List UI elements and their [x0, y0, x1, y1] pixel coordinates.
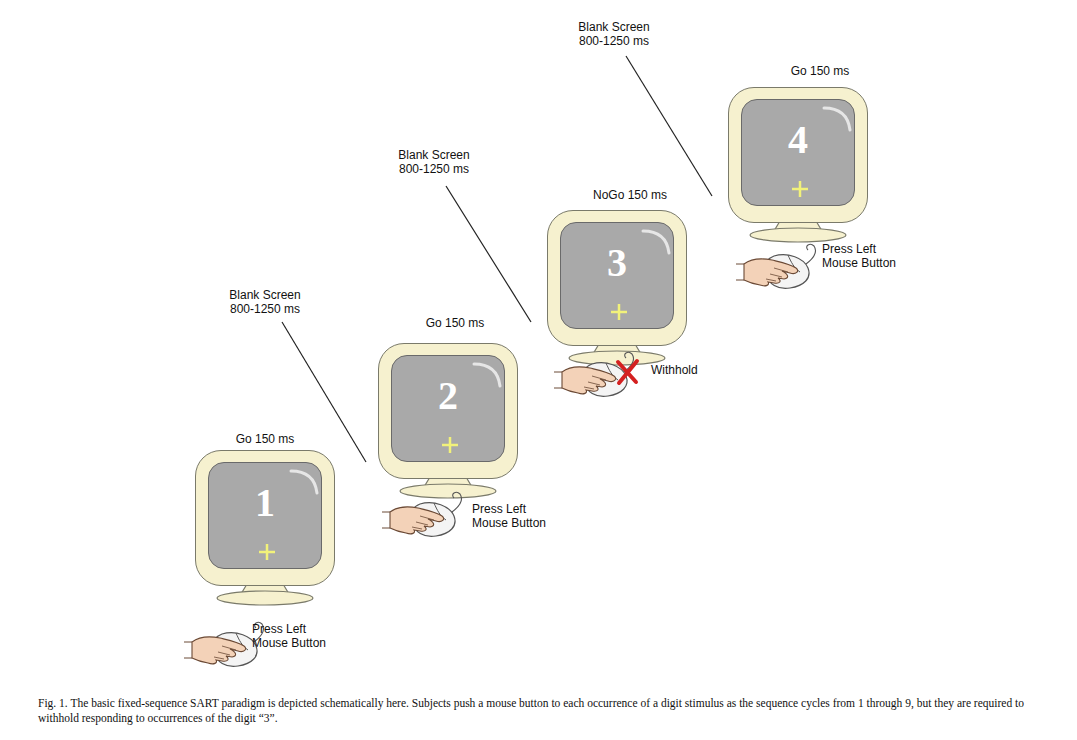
figure-caption: Fig. 1. The basic fixed-sequence SART pa…	[38, 696, 1050, 726]
response-label: Press Left Mouse Button	[472, 502, 556, 530]
screen-area: 1	[208, 462, 322, 569]
trial-label: Go 150 ms	[410, 316, 500, 330]
timing-label: Blank Screen 800-1250 ms	[224, 288, 306, 316]
digit-stimulus: 2	[392, 374, 504, 418]
timing-label: Blank Screen 800-1250 ms	[393, 148, 475, 176]
leader-line	[282, 322, 366, 462]
screen-area: 4	[741, 99, 855, 206]
response-label: Press Left Mouse Button	[822, 242, 906, 270]
digit-stimulus: 4	[742, 118, 854, 162]
digit-stimulus: 1	[209, 481, 321, 525]
trial-label: Go 150 ms	[775, 64, 865, 78]
timing-label: Blank Screen 800-1250 ms	[573, 20, 655, 48]
leader-line	[446, 186, 531, 322]
monitor-screen: 4	[728, 87, 868, 223]
monitor-screen: 3	[547, 210, 687, 346]
digit-stimulus: 3	[561, 241, 673, 285]
leader-line	[626, 56, 712, 196]
screen-area: 2	[391, 355, 505, 462]
response-label: Press Left Mouse Button	[252, 622, 336, 650]
monitor-screen: 2	[378, 343, 518, 479]
monitor-screen: 1	[195, 450, 335, 586]
trial-label: NoGo 150 ms	[585, 188, 675, 202]
withhold-x	[618, 361, 637, 383]
trial-label: Go 150 ms	[220, 432, 310, 446]
screen-area: 3	[560, 222, 674, 329]
response-label: Withhold	[651, 363, 721, 377]
